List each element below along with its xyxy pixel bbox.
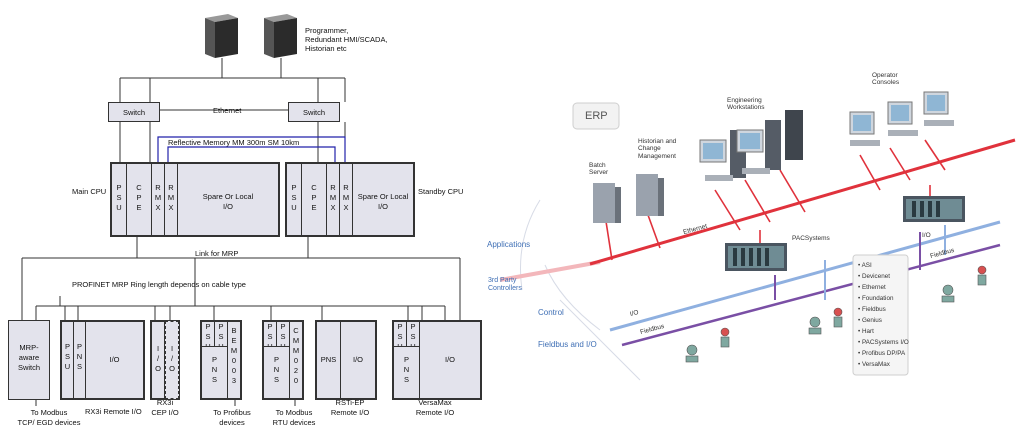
protocol-item: • Genius	[858, 317, 882, 324]
rsti-ep-rack: PNS I/O	[315, 320, 377, 400]
io-label-upper: I/O	[922, 232, 931, 239]
spare-io-module: Spare Or Local I/O	[177, 163, 279, 236]
server-icon-2	[264, 14, 297, 58]
engineering-workstation-icons	[699, 110, 803, 181]
io-bus	[609, 220, 1001, 332]
protocol-item: • Hart	[858, 328, 874, 335]
protocol-item: • Foundation	[858, 295, 894, 302]
erp-box	[572, 102, 620, 130]
main-cpu-label: Main CPU	[72, 187, 107, 196]
link-mrp-label: Link for MRP	[195, 249, 239, 258]
operator-console-icons	[849, 91, 954, 146]
ethernet-fade	[499, 260, 601, 282]
protocol-item: • Devicenet	[858, 273, 890, 280]
protocol-item: • Ethernet	[858, 284, 886, 291]
zone-arc-applications	[519, 199, 541, 291]
zone-arc-controllers	[544, 264, 601, 331]
field-device-icons	[685, 265, 987, 363]
operator-consoles-label: Operator Consoles	[872, 72, 900, 87]
caption-profibus: To Profibus devices	[213, 408, 251, 427]
programmer-note: Programmer, Redundant HMI/SCADA, Histori…	[305, 26, 388, 53]
mrp-switch: MRP- aware Switch	[8, 320, 50, 400]
third-party-zone-label: 3rd Party Controllers	[488, 277, 522, 293]
caption-rstiep: RSTi-EP Remote I/O	[330, 398, 370, 417]
caption-versamax: VersaMax Remote I/O	[415, 398, 455, 417]
versamax-rack: PSU PSU PNS I/O	[392, 320, 482, 400]
fieldbus-line	[621, 243, 1001, 347]
caption-modbus-tcp: To Modbus TCP/ EGD devices	[17, 408, 81, 427]
historian-server-icon	[636, 174, 664, 216]
applications-zone-label: Applications	[487, 240, 531, 249]
protocol-item: • Profibus DP/PA	[858, 350, 906, 357]
switch-right: Switch	[288, 102, 340, 122]
caption-rx3i-cep: RX3i CEP I/O	[151, 398, 179, 417]
pacsystems-rack-icon	[725, 243, 787, 271]
spare-io-module: Spare Or Local I/O	[352, 163, 414, 236]
batch-server-label: Batch Server	[589, 162, 609, 177]
pacsystems-label: PACSystems	[792, 235, 830, 242]
rx3i-cep-io: I/O I/O	[150, 320, 180, 400]
profinet-ring-label: PROFINET MRP Ring length depends on cabl…	[72, 280, 246, 289]
switch-left: Switch	[108, 102, 160, 122]
ethernet-backbone	[589, 138, 1016, 266]
zone-arc-control	[559, 299, 641, 381]
fieldbus-io-zone-label: Fieldbus and I/O	[538, 340, 597, 349]
standby-cpu-label: Standby CPU	[418, 187, 464, 196]
protocol-item: • VersaMax	[858, 361, 890, 368]
protocol-item: • Fieldbus	[858, 306, 886, 313]
server-icon-1	[205, 14, 238, 58]
third-party-rack-icon	[903, 196, 965, 222]
reflective-memory-label: Reflective Memory MM 300m SM 10km	[168, 138, 300, 147]
batch-server-icon	[593, 183, 621, 223]
protocol-item: • ASI	[858, 262, 872, 269]
protocol-panel	[852, 254, 909, 376]
caption-rx3i-remote: RX3i Remote I/O	[85, 407, 142, 416]
control-zone-label: Control	[538, 308, 564, 317]
engineering-workstations-label: Engineering Workstations	[727, 97, 765, 112]
caption-modbus-rtu: To Modbus RTU devices	[272, 408, 316, 427]
protocol-item: • PACSystems I/O	[858, 339, 909, 346]
ethernet-label: Ethernet	[213, 106, 242, 115]
erp-label: ERP	[585, 110, 608, 122]
historian-label: Historian and Change Management	[638, 138, 677, 160]
